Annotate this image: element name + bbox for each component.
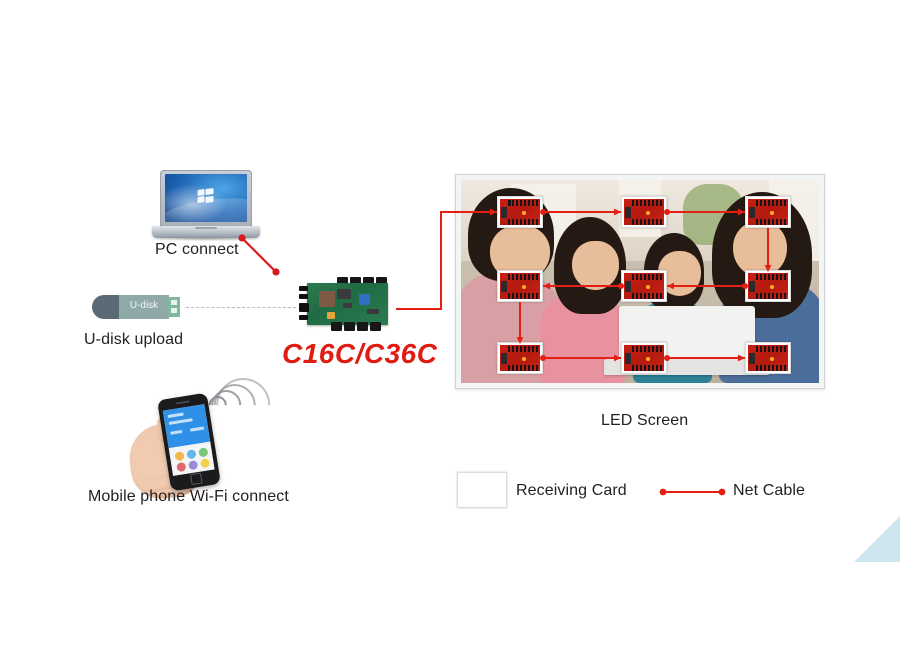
receiving-card-r1c1 <box>497 196 543 228</box>
controller-chip-1 <box>337 289 351 299</box>
controller-port-2 <box>299 294 308 299</box>
phone-earpiece <box>175 400 190 405</box>
usb-body: U-disk <box>119 295 169 319</box>
controller-header-top-2 <box>350 277 361 286</box>
controller-pcb <box>307 283 388 325</box>
led-screen-label: LED Screen <box>601 412 689 429</box>
receiving-card-r3c3 <box>745 342 791 374</box>
controller-chip-3 <box>367 309 379 314</box>
receiving-card-r3c1 <box>497 342 543 374</box>
laptop-lid <box>160 170 252 227</box>
controller-chip-ethernet <box>359 294 370 305</box>
windows-logo-icon <box>197 188 215 204</box>
controller-header-bottom-1 <box>331 322 342 331</box>
controller-header-top-4 <box>376 277 387 286</box>
legend-receiving-card-label: Receiving Card <box>516 482 627 499</box>
controller-card-icon <box>299 277 396 331</box>
udisk-dashed-connection <box>186 307 296 308</box>
receiving-card-icon <box>457 472 507 508</box>
laptop-base <box>152 226 260 238</box>
usb-connector <box>168 297 180 317</box>
pc-connect-label: PC connect <box>155 241 239 258</box>
receiving-card-r2c3 <box>745 270 791 302</box>
controller-header-top-1 <box>337 277 348 286</box>
controller-port-rj45 <box>299 303 309 312</box>
receiving-card-r2c2 <box>621 270 667 302</box>
receiving-card-r3c2 <box>621 342 667 374</box>
controller-header-bottom-3 <box>357 322 368 331</box>
mobile-wifi-label: Mobile phone Wi-Fi connect <box>88 488 289 505</box>
corner-accent-triangle <box>854 516 900 562</box>
receiving-card-r2c1 <box>497 270 543 302</box>
phone-home-button <box>189 472 203 486</box>
controller-usb-port <box>327 312 335 319</box>
controller-chip-main <box>319 291 335 307</box>
laptop-screen <box>165 174 247 222</box>
phone-app-grid <box>168 441 215 476</box>
udisk-upload-label: U-disk upload <box>84 331 184 348</box>
phone-app-header <box>162 404 211 449</box>
legend-net-cable-label: Net Cable <box>733 482 806 499</box>
controller-port-3 <box>299 315 308 320</box>
smartphone-in-hand-icon <box>126 390 250 502</box>
controller-header-bottom-4 <box>370 322 381 331</box>
legend-net-cable-icon <box>659 488 726 496</box>
receiving-card-r1c2 <box>621 196 667 228</box>
usb-flash-drive-icon: U-disk <box>92 292 180 322</box>
controller-chip-2 <box>343 303 352 308</box>
controller-header-bottom-2 <box>344 322 355 331</box>
laptop-icon <box>152 170 260 242</box>
controller-name-label: C16C/C36C <box>282 338 438 369</box>
phone-display <box>162 404 215 476</box>
receiving-card-r1c3 <box>745 196 791 228</box>
photo-person-mother-face <box>733 220 787 278</box>
photo-person-girl-face <box>571 240 619 290</box>
usb-cap <box>92 295 120 319</box>
controller-port-1 <box>299 286 308 291</box>
usb-body-label: U-disk <box>129 300 159 311</box>
controller-header-top-3 <box>363 277 374 286</box>
laptop-shadow <box>154 237 258 241</box>
